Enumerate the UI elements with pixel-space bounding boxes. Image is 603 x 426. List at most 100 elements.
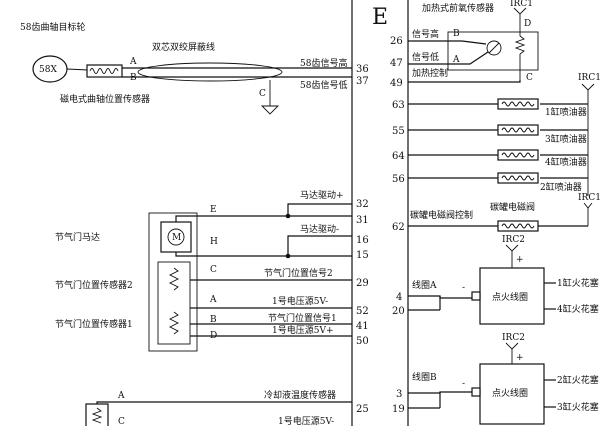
coolant-v5-label: 1号电压源5V- — [278, 415, 334, 426]
o2-letter-d: D — [524, 19, 531, 29]
pin-50: 50 — [356, 336, 369, 347]
pin-41: 41 — [356, 321, 369, 332]
inj2-label: 2缸喷油器 — [540, 181, 582, 193]
pin-4: 4 — [396, 292, 402, 303]
wheel-to-sensor — [66, 68, 89, 71]
shield-pin-c: C — [259, 89, 266, 99]
coil-b-connector — [471, 387, 481, 397]
junction-2 — [285, 253, 291, 259]
o2-sig-low-wire — [408, 51, 489, 65]
o2-sig-high-wire — [408, 40, 487, 45]
coolant-pin-c: C — [118, 417, 125, 426]
o2-heater-slash — [488, 42, 500, 54]
coolant-wire — [96, 401, 352, 404]
wheel-badge: 58X — [39, 65, 57, 75]
pin-47: 47 — [390, 58, 403, 69]
crank-sensor-body — [86, 64, 123, 78]
o2-sensor-box — [447, 31, 539, 71]
coolant-sensor-box — [85, 403, 109, 426]
motor-icon: M — [172, 233, 181, 243]
shield-cable-label: 双芯双绞屏蔽线 — [152, 41, 215, 53]
pin-3: 3 — [396, 389, 402, 400]
irc2-a-symbol — [505, 244, 519, 268]
target-wheel-label: 58齿曲轴目标轮 — [20, 21, 85, 33]
irc2-b-label: IRC2 — [502, 333, 525, 343]
motor-minus-label: 马达驱动- — [300, 223, 339, 235]
o2-letter-b: B — [453, 29, 460, 39]
pin-37: 37 — [356, 76, 369, 87]
plug-3-label: 3缸火花塞 — [557, 401, 599, 413]
pin-29: 29 — [356, 278, 369, 289]
inj2-coil-wind — [501, 175, 535, 181]
pin-36: 36 — [356, 64, 369, 75]
throttle-letter-b: B — [210, 315, 217, 325]
throttle-letter-a: A — [209, 295, 217, 305]
coil-a-minus: - — [462, 283, 465, 293]
irc1-top-label: IRC1 — [510, 0, 533, 9]
v5-plus-label: 1号电压源5V+ — [272, 324, 334, 336]
ground-symbol — [260, 105, 280, 115]
ignition-coil-b-label: 点火线圈 — [492, 387, 528, 399]
wire-motor-plus — [175, 203, 352, 222]
pin-20: 20 — [392, 306, 405, 317]
coolant-pin-a: A — [117, 391, 125, 401]
canister-valve-label: 碳罐电磁阀 — [490, 201, 535, 213]
irc1-top-symbol — [513, 7, 527, 26]
v5-minus-label: 1号电压源5V- — [272, 295, 328, 307]
o2-heat-wire — [408, 80, 521, 83]
o2-heater-symbol — [486, 40, 502, 56]
pin-31: 31 — [356, 215, 369, 226]
pos1-signal-label: 节气门位置信号1 — [268, 312, 337, 324]
pin-32: 32 — [356, 199, 369, 210]
plug-2-label: 2缸火花塞 — [557, 374, 599, 386]
o2-letter-a: A — [452, 55, 460, 65]
inj4-coil-wind — [501, 152, 535, 158]
o2-sig-high-label: 信号高 — [412, 28, 439, 40]
pos2-signal-label: 节气门位置信号2 — [264, 267, 333, 279]
throttle-letter-c: C — [210, 265, 217, 275]
sig-low-label: 58齿信号低 — [300, 79, 347, 91]
pin-19: 19 — [392, 404, 405, 415]
crank-pin-a: A — [129, 57, 137, 67]
coil-a-label: 线圈A — [412, 279, 437, 291]
crank-pin-b: B — [130, 73, 137, 83]
coolant-sensor-resistor — [91, 407, 103, 424]
heated-o2-label: 加热式前氧传感器 — [422, 2, 494, 14]
o2-letter-c: C — [526, 73, 533, 83]
motor-plus-label: 马达驱动+ — [300, 189, 344, 201]
coolant-label: 冷却液温度传感器 — [264, 389, 336, 401]
pin-55: 55 — [392, 126, 405, 137]
pin-16: 16 — [356, 235, 369, 246]
plug-4-label: 4缸火花塞 — [557, 303, 599, 315]
junction-1 — [285, 213, 291, 219]
sig-high-label: 58齿信号高 — [300, 57, 347, 69]
pin-64: 64 — [392, 151, 405, 162]
inj4-label: 4缸喷油器 — [545, 156, 587, 168]
pin-49: 49 — [390, 78, 403, 89]
throttle-module — [148, 212, 198, 352]
throttle-pos1-label: 节气门位置传感器1 — [55, 318, 133, 330]
motor-symbol — [167, 228, 185, 246]
irc1-inj-label: IRC1 — [578, 73, 601, 83]
pin-63: 63 — [392, 100, 405, 111]
canister-ctrl-label: 碳罐电磁阀控制 — [410, 209, 473, 221]
inj1-label: 1缸喷油器 — [545, 106, 587, 118]
o2-heat-label: 加热控制 — [412, 67, 448, 79]
o2-resistor — [514, 35, 526, 55]
pin-26: 26 — [390, 36, 403, 47]
o2-sig-low-label: 信号低 — [412, 51, 439, 63]
pos-sensor-2-resistor — [168, 267, 180, 291]
coil-b-plus: + — [516, 353, 524, 363]
inj3-coil-wind — [501, 127, 535, 133]
irc2-b-symbol — [505, 342, 519, 364]
throttle-letter-h: H — [210, 237, 218, 247]
pin-56: 56 — [392, 174, 405, 185]
irc1-canister-label: IRC1 — [578, 193, 601, 203]
irc2-a-label: IRC2 — [502, 235, 525, 245]
sensor-frame — [157, 261, 191, 345]
inj3-label: 3缸喷油器 — [545, 133, 587, 145]
plug-1-label: 1缸火花塞 — [557, 277, 599, 289]
ignition-coil-a-label: 点火线圈 — [492, 291, 528, 303]
inj1-coil-wind — [501, 101, 535, 107]
